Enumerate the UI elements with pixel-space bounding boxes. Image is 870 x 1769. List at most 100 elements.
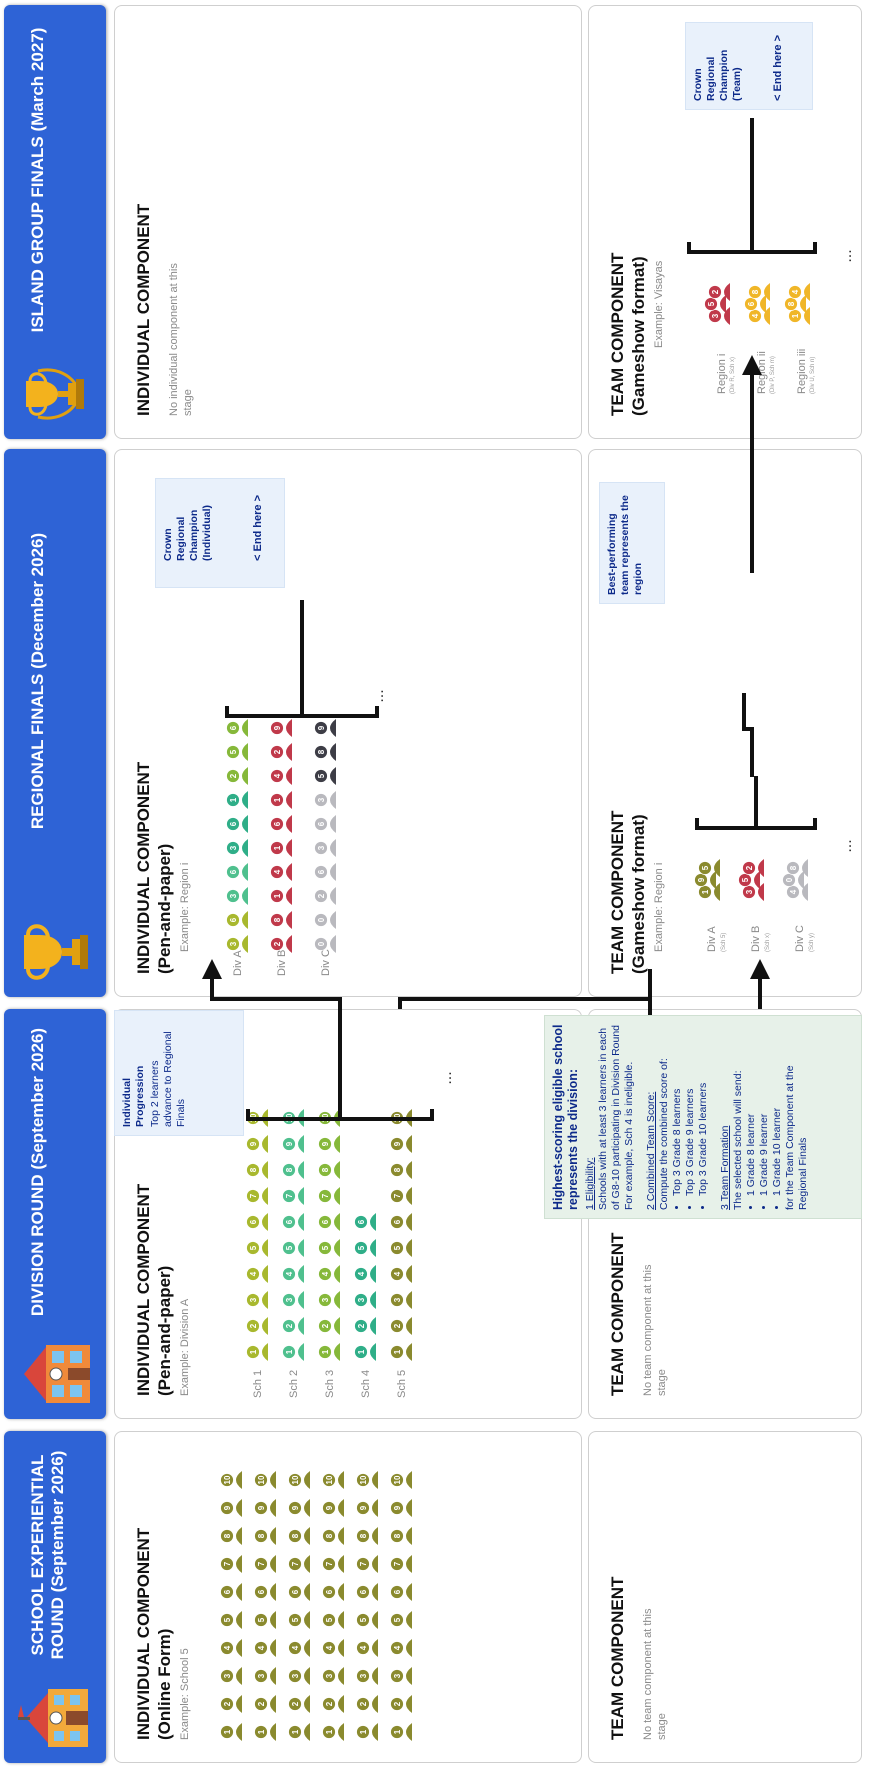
learner-icon: 7 [318, 1187, 340, 1205]
learner-icon: 5 [246, 1239, 268, 1257]
svg-text:2: 2 [291, 1701, 300, 1706]
learner-icon: 9 [220, 1499, 242, 1517]
learner-icon: 3 [254, 1667, 276, 1685]
learner-icon: 2 [270, 935, 292, 953]
row-sublabel: (Sch x) [765, 933, 771, 952]
learner-icon: 2 [226, 767, 248, 785]
row-label: Div C [320, 949, 332, 976]
svg-text:2: 2 [711, 289, 720, 294]
svg-text:2: 2 [393, 1323, 402, 1328]
learner-icon: 8 [390, 1527, 412, 1545]
learner-icon: 3 [318, 1291, 340, 1309]
svg-text:3: 3 [393, 1673, 402, 1678]
row-label: Sch 1 [252, 1370, 264, 1398]
learner-icon: 3 [220, 1667, 242, 1685]
learner-icon: 5 [356, 1611, 378, 1629]
ellipsis: ... [438, 1071, 455, 1084]
svg-text:2: 2 [257, 1701, 266, 1706]
learner-icon: 2 [322, 1695, 344, 1713]
learner-icon: 2 [356, 1695, 378, 1713]
learner-icon: 8 [356, 1527, 378, 1545]
svg-text:5: 5 [707, 301, 716, 306]
learner-icon: 4 [288, 1639, 310, 1657]
svg-text:6: 6 [393, 1589, 402, 1594]
column-division-round: DIVISION ROUND (September 2026) INDIVIDU… [4, 1009, 864, 1419]
svg-text:6: 6 [229, 821, 238, 826]
svg-text:9: 9 [257, 1505, 266, 1510]
svg-text:3: 3 [357, 1297, 366, 1302]
learner-icon: 5 [390, 1239, 412, 1257]
svg-text:5: 5 [321, 1245, 330, 1250]
trophy-laurel-icon [26, 368, 84, 420]
learner-icon: 4 [220, 1639, 242, 1657]
svg-text:6: 6 [223, 1589, 232, 1594]
svg-text:1: 1 [273, 797, 282, 802]
svg-text:7: 7 [393, 1193, 402, 1198]
learner-icon: 3 [314, 839, 336, 857]
learner-icon: 5 [354, 1239, 376, 1257]
svg-text:8: 8 [325, 1533, 334, 1538]
svg-text:6: 6 [317, 821, 326, 826]
svg-text:6: 6 [257, 1589, 266, 1594]
learner-icon: 10 [390, 1471, 412, 1489]
team-box: TEAM COMPONENT (Gameshow format) Example… [588, 449, 862, 997]
svg-text:4: 4 [273, 869, 282, 874]
learner-icon: 5 [282, 1239, 304, 1257]
learner-icon: 6 [318, 1213, 340, 1231]
learner-icon: 9 [390, 1135, 412, 1153]
learner-icon: 3 [226, 887, 248, 905]
svg-text:6: 6 [273, 821, 282, 826]
svg-text:8: 8 [751, 289, 760, 294]
learner-icon: 5 [698, 859, 720, 877]
svg-text:6: 6 [291, 1589, 300, 1594]
learner-icon: 6 [390, 1213, 412, 1231]
learner-icon: 8 [784, 295, 806, 313]
row-sublabel: (Div U, Sch n) [810, 357, 816, 394]
svg-text:7: 7 [325, 1561, 334, 1566]
svg-text:1: 1 [791, 313, 800, 318]
learner-icon: 5 [390, 1611, 412, 1629]
svg-text:6: 6 [229, 725, 238, 730]
individual-box: INDIVIDUAL COMPONENT (Pen-and-paper) Exa… [114, 1009, 582, 1419]
learner-icon: 8 [314, 743, 336, 761]
svg-text:4: 4 [393, 1271, 402, 1276]
learner-icon: 1 [226, 791, 248, 809]
learner-icon: 2 [220, 1695, 242, 1713]
learner-icon: 8 [786, 859, 808, 877]
learner-icon: 4 [354, 1265, 376, 1283]
learner-icon: 6 [282, 1213, 304, 1231]
svg-text:3: 3 [393, 1297, 402, 1302]
svg-text:7: 7 [257, 1561, 266, 1566]
svg-text:5: 5 [257, 1617, 266, 1622]
learner-icon: 3 [314, 791, 336, 809]
learner-icon: 1 [270, 887, 292, 905]
svg-text:2: 2 [745, 865, 754, 870]
learner-icon: 8 [322, 1527, 344, 1545]
learner-icon: 9 [314, 719, 336, 737]
learner-icon: 5 [704, 295, 726, 313]
learner-icon: 8 [270, 911, 292, 929]
learner-icon: 1 [288, 1723, 310, 1741]
svg-text:1: 1 [249, 1349, 258, 1354]
learner-icon: 9 [322, 1499, 344, 1517]
svg-text:6: 6 [249, 1219, 258, 1224]
svg-text:3: 3 [229, 893, 238, 898]
svg-text:9: 9 [317, 725, 326, 730]
learner-icon: 6 [314, 815, 336, 833]
svg-text:4: 4 [357, 1271, 366, 1276]
svg-text:9: 9 [359, 1505, 368, 1510]
learner-icon: 10 [254, 1471, 276, 1489]
svg-text:3: 3 [745, 889, 754, 894]
row-sublabel: (Sch 5) [721, 933, 727, 952]
svg-text:5: 5 [741, 877, 750, 882]
svg-text:4: 4 [393, 1645, 402, 1650]
learner-icon: 4 [246, 1265, 268, 1283]
svg-text:5: 5 [229, 749, 238, 754]
header-regional-finals: REGIONAL FINALS (December 2026) [4, 449, 106, 997]
svg-text:1: 1 [291, 1729, 300, 1734]
svg-text:7: 7 [223, 1561, 232, 1566]
learner-icon: 9 [356, 1499, 378, 1517]
